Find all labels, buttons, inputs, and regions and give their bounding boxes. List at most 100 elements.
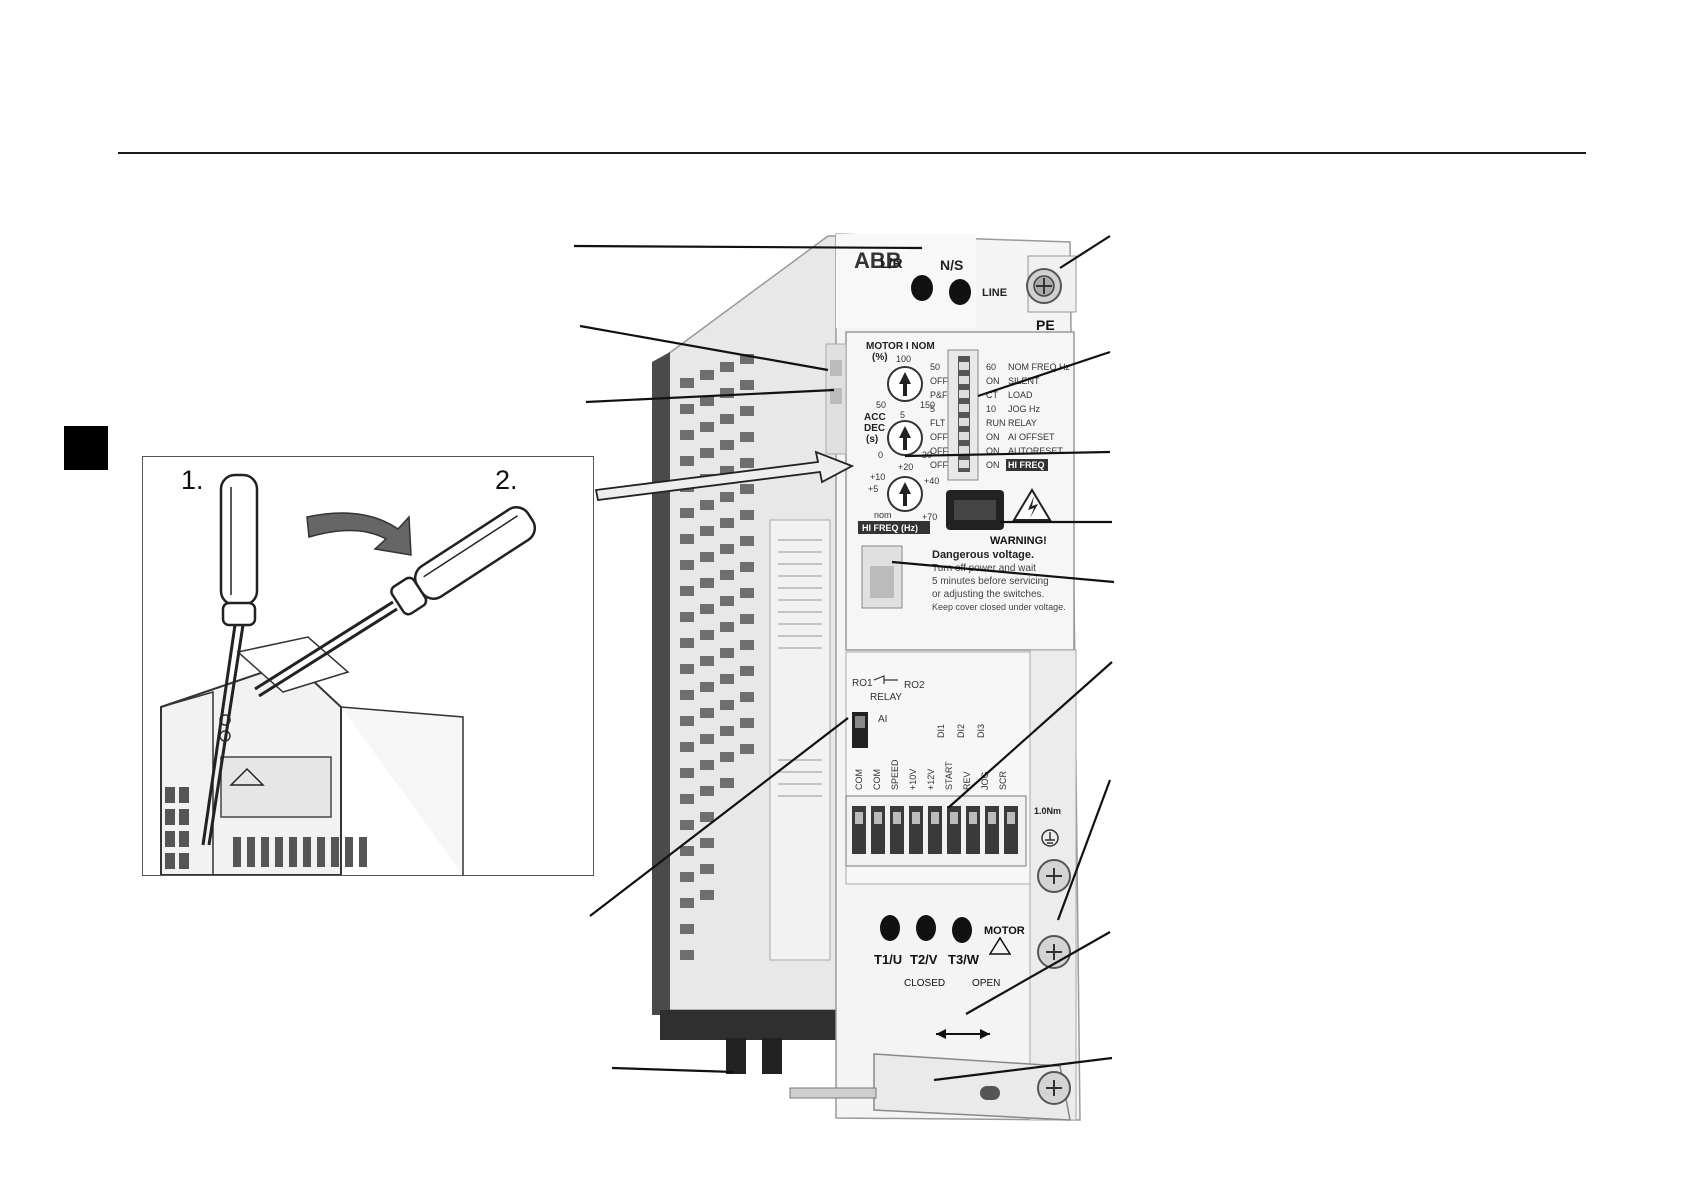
screwdriver-illustration [160,473,537,875]
t3-terminal-hole [952,917,972,943]
dip-right-value: RUN [986,418,1006,428]
dip-left-value: OFF [930,432,948,442]
warning-title: WARNING! [990,535,1047,547]
header-rule [118,152,1586,154]
step-2-label: 2. [495,465,518,495]
io-terminal-slot [893,812,901,824]
io-terminal-label: REV [962,771,972,790]
relay-label: RELAY [870,692,902,703]
t2-terminal-hole [916,915,936,941]
dip-right-function: LOAD [1008,390,1033,400]
io-terminal-slot [969,812,977,824]
warning-line-2: Turn off power and wait [932,563,1036,574]
dial3-nom-label: nom [874,510,892,520]
io-terminal-label: COM [854,769,864,790]
section-tab-marker [64,426,108,470]
io-terminal-slot [1007,812,1015,824]
lr-label: L/R [880,255,903,271]
io-terminal-label: JOG [980,771,990,790]
ns-label: N/S [940,257,963,273]
dip-right-function: HI FREQ [1008,460,1045,470]
dial1-high-label: 150 [920,400,935,410]
leader-line-io-terminals [947,661,1113,809]
io-terminal-label: +12V [926,769,936,790]
leader-line-mounting-clip [611,1066,735,1074]
ro2-label: RO2 [904,680,925,691]
dip-right-function: NOM FREQ Hz [1008,362,1070,372]
io-terminal-label: COM [872,769,882,790]
percent-label: (%) [872,352,888,363]
ro1-label: RO1 [852,678,873,689]
dec-label: DEC [864,423,885,434]
ground-screw-1-icon [1037,859,1071,893]
drive-base [660,1010,860,1074]
inset-pointer-arrow [594,450,855,501]
io-terminal-slot [988,812,996,824]
motor-warning-icon [988,936,1012,955]
dip-right-value: CT [986,390,998,400]
leader-line-power-terminals [573,244,923,250]
io-terminal-slot [931,812,939,824]
motor-label: MOTOR [984,925,1025,937]
dip-left-value: P&F [930,390,948,400]
leader-line-clamp [965,931,1111,1015]
open-label: OPEN [972,978,1000,989]
acc-dec-dial[interactable] [887,420,923,456]
dip-left-value: 50 [930,362,940,372]
dial2-min-label: 0 [878,450,883,460]
ai-label: AI [878,714,887,725]
dip-left-value: OFF [930,460,948,470]
dip-right-value: ON [986,432,1000,442]
dial3-top-label: +20 [898,462,913,472]
hi-freq-dip-badge [1006,459,1048,471]
leader-line-bus-connector [891,560,1115,584]
emc-bracket [789,1053,1071,1121]
io-terminal-label: SCR [998,770,1008,790]
dial2-max-label: 5 [900,410,905,420]
seconds-label: (s) [866,434,878,445]
dip-right-value: ON [986,446,1000,456]
warning-line-4: or adjusting the switches. [932,589,1044,600]
leader-line-led-2 [585,388,835,404]
t3-label: T3/W [948,952,980,967]
leader-line-dials [904,450,1111,458]
line-label: LINE [982,287,1007,299]
motor-current-dial[interactable] [887,366,923,402]
di-label: DI1 [936,724,946,738]
dip-right-function: RELAY [1008,418,1037,428]
drive-side-panel [652,235,839,1015]
t2-label: T2/V [910,952,938,967]
screwdriver-2-icon [254,506,537,698]
earth-symbol-icon [1041,829,1059,847]
io-terminal-slot [855,812,863,824]
dial3-tl-label: +10 [870,472,885,482]
hi-freq-badge [858,521,930,534]
t1-label: T1/U [874,952,902,967]
bracket-screw-icon [1037,1071,1071,1105]
hi-freq-dial[interactable] [887,476,923,512]
io-terminal-slot [874,812,882,824]
dip-right-value: 60 [986,362,996,372]
dip-left-value: FLT [930,418,946,428]
io-terminal-label: +10V [908,769,918,790]
io-terminal-slot [950,812,958,824]
dip-right-function: JOG Hz [1008,404,1041,414]
dip-left-value: OFF [930,376,948,386]
warning-line-3: 5 minutes before servicing [932,576,1049,587]
di-label: DI3 [976,724,986,738]
io-terminal-block[interactable] [852,806,1018,854]
dial3-left-label: +5 [868,484,878,494]
hi-freq-hz-label: HI FREQ (Hz) [862,523,918,533]
leader-line-bracket [933,1056,1113,1082]
acc-label: ACC [864,412,886,423]
closed-label: CLOSED [904,978,945,989]
dip-right-value: 10 [986,404,996,414]
t1-terminal-hole [880,915,900,941]
callout-leader-lines [573,235,1115,1082]
leader-line-led-1 [579,324,829,372]
dip-right-function: AUTORESET [1008,446,1063,456]
dip-left-value: OFF [930,446,948,456]
